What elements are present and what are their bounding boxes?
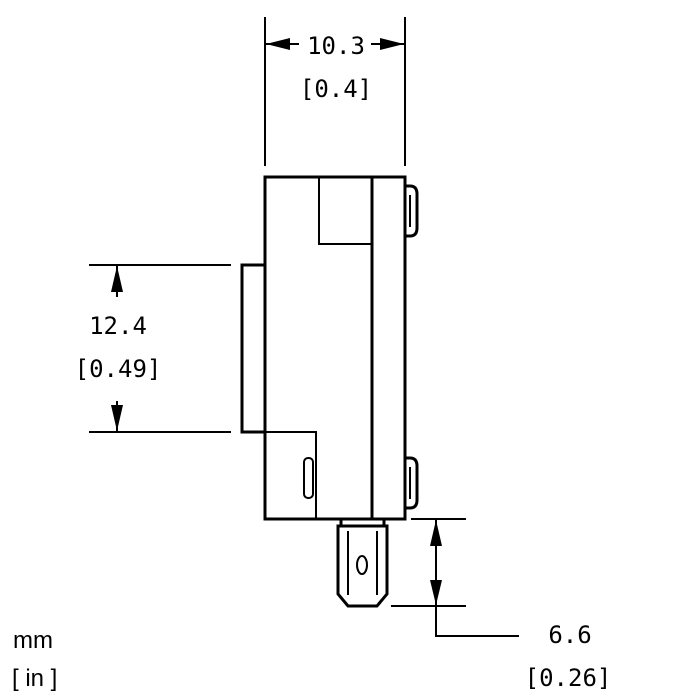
actuator-boss — [240, 263, 267, 434]
height-mm-label: 12.4 — [89, 312, 147, 340]
units-secondary: [ in ] — [12, 665, 57, 692]
terminal-hole — [356, 555, 368, 575]
height-arrow-bottom — [111, 405, 123, 431]
width-arrow-right — [380, 38, 404, 50]
units-primary: mm — [13, 627, 53, 654]
width-arrow-left — [266, 38, 290, 50]
terminal-dimension: 6.6 [0.26] — [391, 518, 612, 692]
rivet-tab-upper — [403, 184, 419, 238]
terminal-mm-label: 6.6 — [548, 621, 591, 649]
height-dimension: 12.4 [0.49] — [75, 264, 231, 433]
terminal-arrow-bottom — [430, 580, 442, 605]
switch-body — [263, 175, 407, 521]
height-arrow-top — [111, 266, 123, 292]
rivet-tabs — [403, 184, 419, 510]
width-in-label: [0.4] — [300, 75, 372, 103]
width-mm-label: 10.3 — [307, 32, 365, 60]
terminal — [336, 517, 389, 608]
width-dimension: 10.3 [0.4] — [264, 17, 406, 166]
terminal-in-label: [0.26] — [525, 664, 612, 692]
units-legend: mm [ in ] — [12, 627, 57, 692]
height-in-label: [0.49] — [75, 355, 162, 383]
rivet-tab-lower — [403, 456, 419, 510]
terminal-arrow-top — [430, 520, 442, 546]
